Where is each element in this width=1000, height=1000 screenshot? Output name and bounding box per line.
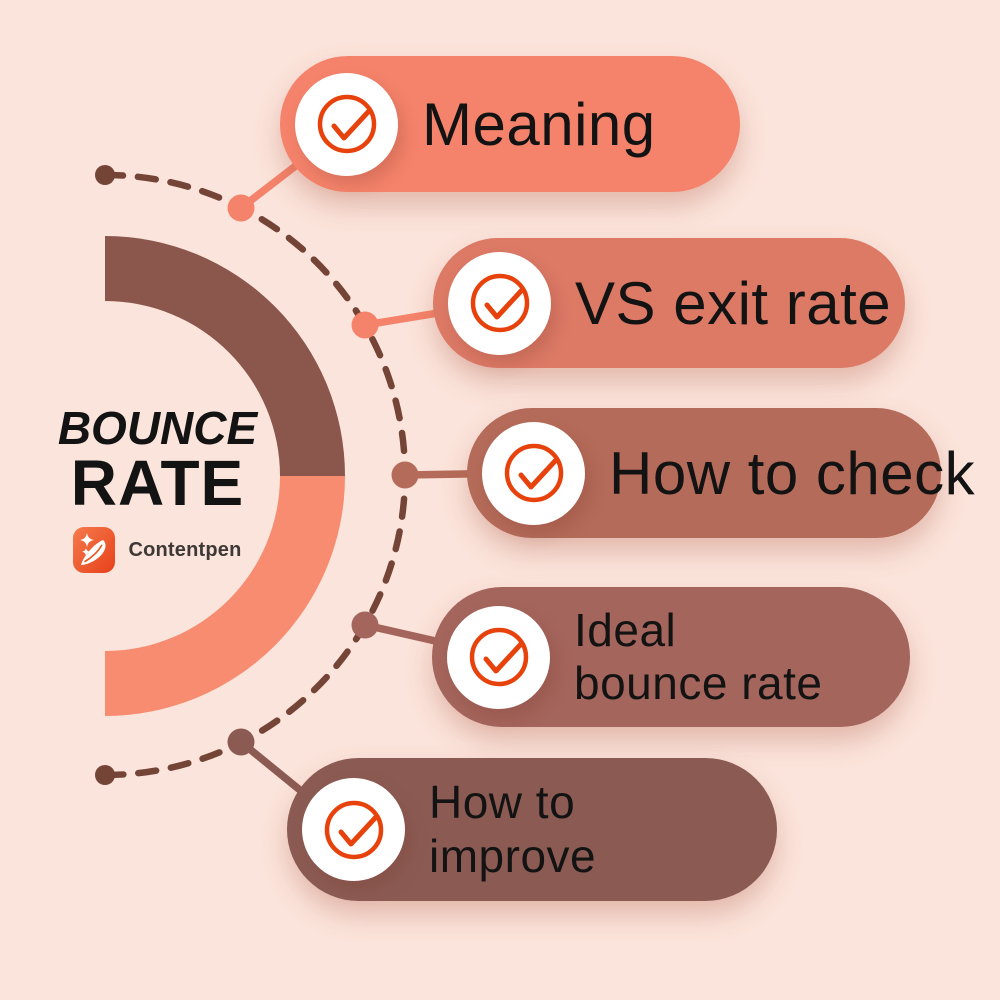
arc-node-vs-exit-rate bbox=[351, 311, 379, 339]
topic-label-line: Ideal bbox=[574, 603, 677, 656]
topic-label: How to check bbox=[609, 442, 975, 505]
check-circle-icon bbox=[317, 94, 376, 154]
check-badge bbox=[448, 251, 551, 355]
check-circle-icon bbox=[324, 800, 383, 859]
topic-pill-ideal-bounce-rate: Ideal bounce rate bbox=[432, 587, 910, 727]
check-circle-icon bbox=[504, 443, 563, 503]
topic-label: How to improve bbox=[429, 776, 596, 883]
arc-node-meaning bbox=[227, 194, 255, 222]
topic-pill-how-to-check: How to check bbox=[467, 408, 975, 538]
check-badge bbox=[302, 778, 405, 881]
brand-row: Contentpen bbox=[73, 527, 242, 574]
topic-label: Meaning bbox=[422, 93, 656, 156]
check-badge bbox=[447, 605, 550, 709]
dashed-arc-end-dot-top bbox=[95, 165, 115, 185]
arc-node-how-to-improve bbox=[227, 728, 255, 756]
arc-node-how-to-check bbox=[391, 461, 419, 489]
brand-name: Contentpen bbox=[128, 538, 242, 561]
page-title-line-2: RATE bbox=[70, 447, 245, 520]
page-title-line-1: BOUNCE bbox=[57, 402, 258, 454]
topic-pill-vs-exit-rate: VS exit rate bbox=[433, 238, 905, 368]
topic-label-line: How to bbox=[429, 776, 576, 829]
contentpen-logo-icon bbox=[73, 527, 116, 574]
topic-label: VS exit rate bbox=[575, 272, 891, 335]
topic-pill-meaning: Meaning bbox=[280, 56, 740, 192]
topic-label-line: VS exit rate bbox=[575, 269, 892, 337]
topic-label-line: Meaning bbox=[422, 90, 656, 158]
topic-label: Ideal bounce rate bbox=[574, 604, 822, 711]
dashed-arc-end-dot-bottom bbox=[95, 765, 115, 785]
topic-pill-how-to-improve: How to improve bbox=[287, 758, 777, 901]
check-circle-icon bbox=[470, 273, 529, 333]
check-circle-icon bbox=[469, 627, 528, 687]
topic-label-line: improve bbox=[429, 829, 597, 882]
topic-label-line: How to check bbox=[609, 439, 976, 507]
donut-arc-top-segment bbox=[105, 236, 345, 476]
check-badge bbox=[295, 72, 398, 176]
title-block: BOUNCE RATE Contentpen bbox=[30, 402, 285, 574]
donut-arc-bottom-segment bbox=[105, 476, 345, 716]
topic-label-line: bounce rate bbox=[574, 657, 823, 709]
arc-node-ideal-bounce-rate bbox=[351, 611, 379, 639]
check-badge bbox=[482, 421, 585, 525]
